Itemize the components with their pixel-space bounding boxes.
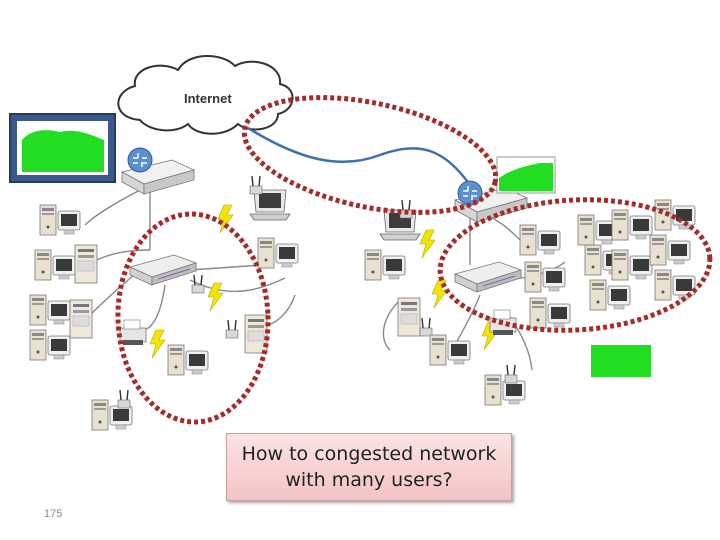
desktop-computer-icon [29, 294, 71, 326]
traffic-graph-bottom [591, 341, 651, 377]
wireless-access-point-icon [225, 319, 239, 339]
caption-text: How to congested network with many users… [241, 443, 497, 491]
traffic-graph-right [496, 156, 556, 194]
lightning-bolt-icon [419, 229, 436, 259]
desktop-computer-icon [29, 329, 71, 361]
congestion-ring-left [115, 211, 271, 425]
desktop-computer-icon [167, 344, 209, 376]
congestion-ring-core [241, 95, 499, 215]
desktop-computer-icon [611, 209, 653, 241]
router-icon [457, 180, 483, 206]
desktop-computer-icon [649, 234, 691, 266]
laptop-icon [249, 189, 291, 221]
congestion-ring-right [437, 197, 713, 333]
desktop-computer-icon [39, 204, 81, 236]
desktop-computer-icon [519, 224, 561, 256]
slide-number: 175 [44, 508, 63, 520]
lightning-bolt-icon [149, 329, 166, 359]
desktop-computer-icon [34, 249, 76, 281]
desktop-computer-icon [611, 249, 653, 281]
printer-icon [119, 319, 147, 346]
router-icon [127, 147, 153, 173]
server-tower-icon [244, 314, 268, 354]
traffic-graph-left [9, 113, 116, 183]
desktop-computer-icon [429, 334, 471, 366]
server-tower-icon [397, 297, 421, 337]
left-cluster [29, 175, 299, 431]
switch-icon [129, 254, 197, 286]
server-tower-icon [74, 244, 98, 284]
desktop-computer-icon [589, 279, 631, 311]
server-tower-icon [69, 299, 93, 339]
wireless-access-point-icon [117, 389, 131, 409]
internet-cloud: Internet [117, 54, 294, 135]
wireless-access-point-icon [419, 317, 433, 337]
cloud-label: Internet [184, 91, 232, 106]
caption-box: How to congested network with many users… [226, 433, 512, 501]
wireless-access-point-icon [249, 175, 263, 195]
congestion-rings [115, 95, 713, 425]
desktop-computer-icon [529, 297, 571, 329]
desktop-computer-icon [364, 249, 406, 281]
wireless-access-point-icon [504, 364, 518, 384]
wireless-access-point-icon [399, 199, 413, 219]
traffic-graph-icon [22, 130, 104, 172]
switch-icon [454, 261, 522, 293]
lightning-bolt-icon [217, 204, 234, 234]
cloud-icon [117, 54, 294, 135]
traffic-graph-icon [499, 163, 553, 191]
wan-link [247, 126, 472, 186]
desktop-computer-icon [257, 237, 299, 269]
